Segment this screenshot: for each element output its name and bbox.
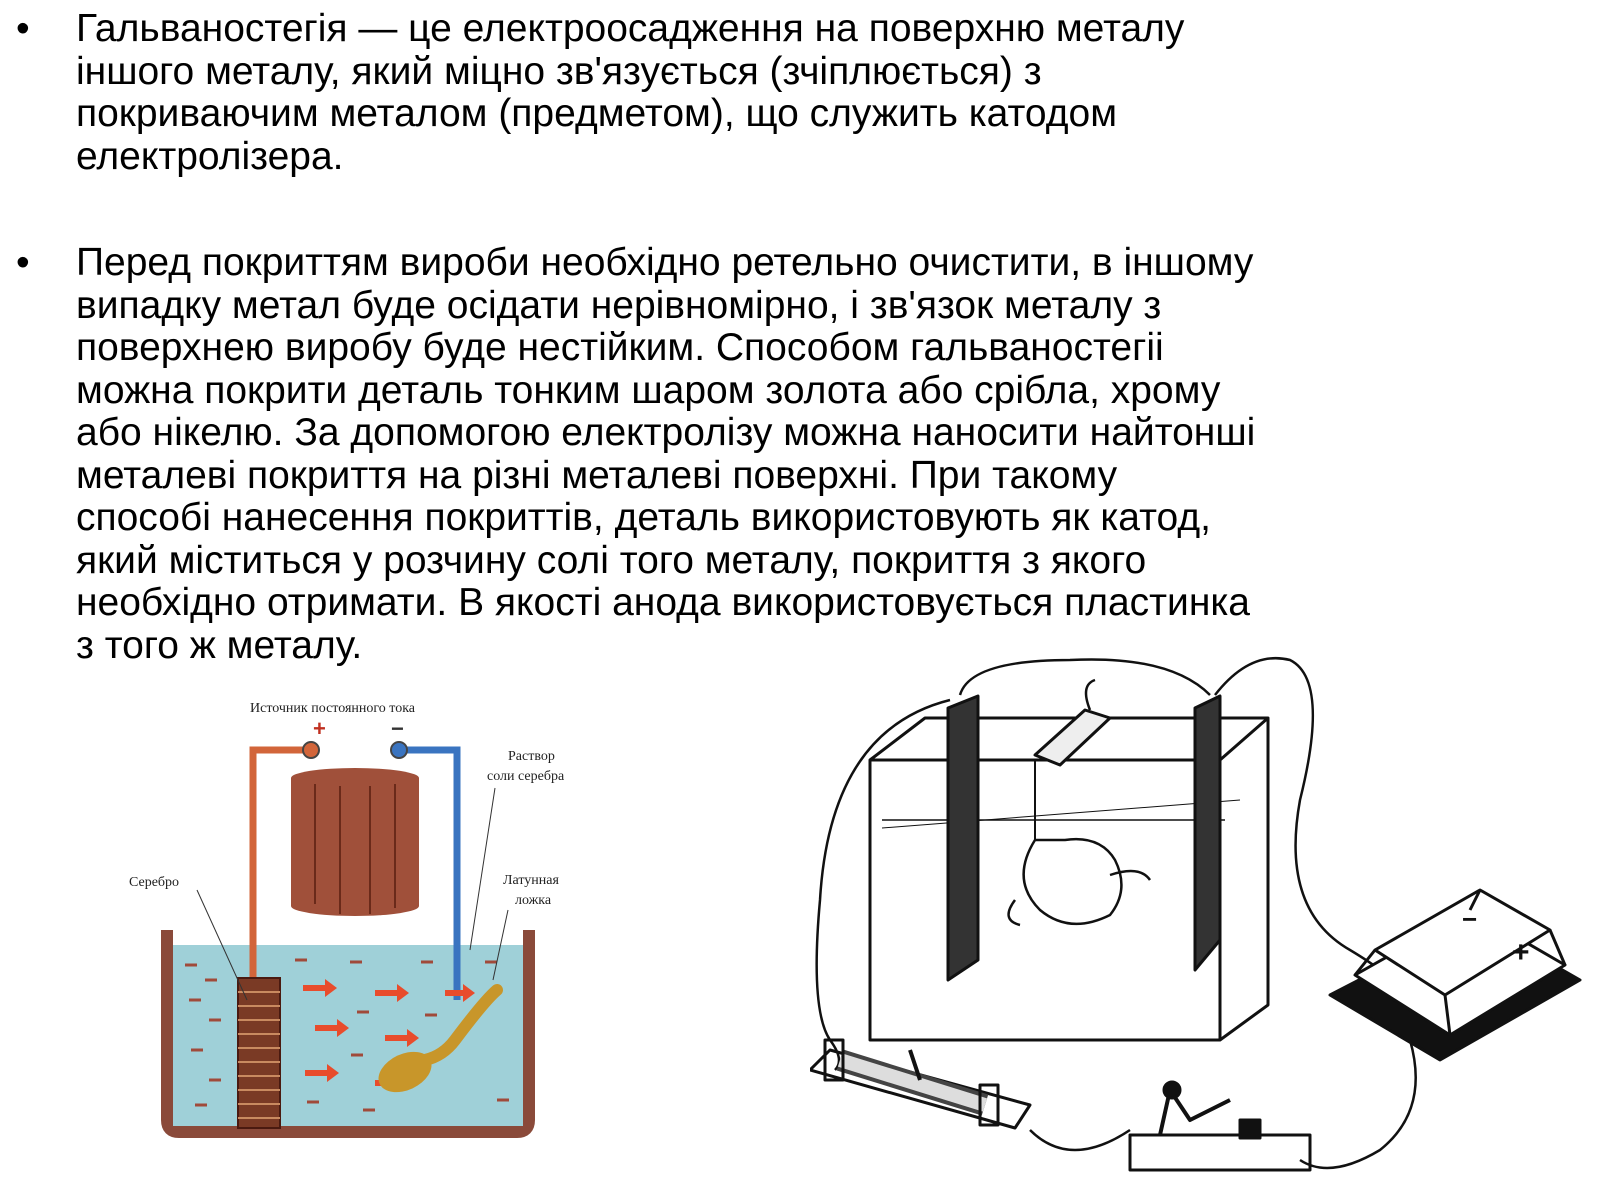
- teapot-object: [1007, 837, 1152, 927]
- anode-plate-left: [946, 694, 980, 982]
- container: [161, 930, 535, 1138]
- paragraph-text: Перед покриттям вироби необхідно ретельн…: [76, 241, 1256, 667]
- battery: [1328, 888, 1582, 1062]
- positive-terminal: [302, 741, 320, 759]
- spoon-pointer: [492, 909, 509, 981]
- cathode-bar: [1033, 708, 1112, 767]
- minus-sign: −: [391, 716, 404, 741]
- negative-terminal: [390, 741, 408, 759]
- anode-plate-right: [1193, 694, 1222, 972]
- rheostat: [810, 1038, 1032, 1130]
- left-wire: [815, 698, 951, 1071]
- battery: [291, 741, 419, 916]
- solution-pointer: [469, 787, 496, 951]
- rheostat-wire: [1029, 1128, 1131, 1152]
- solution-label-line2: соли серебра: [487, 769, 565, 784]
- electroplating-diagram: Источник постоянного тока + −: [129, 701, 565, 1138]
- positive-wire: [249, 746, 307, 1045]
- battery-minus-sign: −: [1462, 904, 1477, 934]
- paragraph-2: • Перед покриттям вироби необхідно ретел…: [16, 241, 1436, 667]
- paragraph-1: • Гальваностегія — це електроосадження н…: [16, 7, 1436, 178]
- bullet-marker: •: [16, 7, 30, 50]
- plus-sign: +: [313, 716, 326, 741]
- top-wire: [958, 658, 1211, 696]
- bullet-marker: •: [16, 241, 30, 284]
- spoon-label-line2: ложка: [515, 893, 552, 908]
- brass-spoon: [378, 984, 503, 1093]
- battery-plus-sign: +: [1512, 936, 1530, 969]
- battery-wire: [1299, 1039, 1417, 1170]
- electrolysis-apparatus-drawing: − +: [810, 656, 1582, 1172]
- spoon-label-line1: Латунная: [503, 873, 559, 888]
- right-wire: [1214, 656, 1381, 971]
- solution-label-line1: Раствор: [508, 749, 555, 764]
- anode-texture: [238, 991, 280, 1119]
- power-source-label: Источник постоянного тока: [250, 701, 416, 716]
- paragraph-text: Гальваностегія — це електроосадження на …: [76, 7, 1185, 178]
- solution-liquid: [173, 945, 523, 1126]
- negative-wire: [403, 746, 461, 1000]
- switch-key: [1128, 1080, 1312, 1172]
- bullet-list: • Гальваностегія — це електроосадження н…: [16, 7, 1436, 667]
- silver-pointer: [196, 889, 248, 1001]
- silver-label: Серебро: [129, 875, 179, 890]
- silver-anode: [237, 977, 281, 1129]
